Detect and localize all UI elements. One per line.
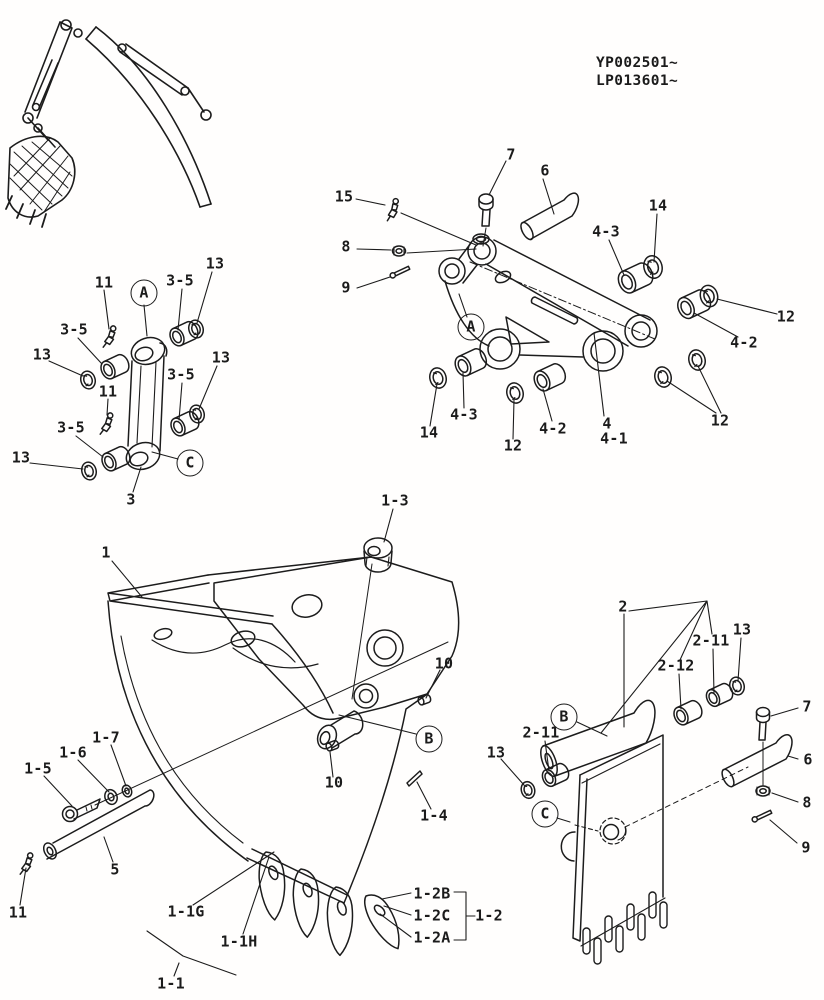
link-body xyxy=(123,333,168,473)
pin-6 xyxy=(518,193,578,241)
pin-1-4 xyxy=(407,771,422,786)
grease-fitting-11 xyxy=(14,851,38,875)
leader-lines xyxy=(356,161,777,439)
bucket-body xyxy=(108,557,459,903)
pin-5 xyxy=(41,790,154,861)
grease-fitting xyxy=(94,324,121,435)
bushings-3-5 xyxy=(97,318,203,474)
bolt-7 xyxy=(757,708,770,787)
bolt-1-5 xyxy=(63,799,101,822)
h-link-assembly xyxy=(356,161,777,439)
link-assembly xyxy=(30,272,217,492)
ring-1-7 xyxy=(121,784,134,798)
excavator-thumbnail xyxy=(6,20,211,227)
leader-lines xyxy=(501,601,798,843)
cotter-pin-9 xyxy=(750,808,773,824)
side-plate xyxy=(561,735,667,964)
serial-number-line: LP013601~ xyxy=(596,73,679,90)
bushing-1-3 xyxy=(364,538,392,572)
leader-lines xyxy=(30,272,217,492)
leader-lines xyxy=(20,509,475,976)
serrated-edge xyxy=(583,892,667,964)
bolt-7 xyxy=(479,194,493,246)
nut-8 xyxy=(756,786,770,796)
h-link-body xyxy=(439,234,657,371)
serial-number-line: YP002501~ xyxy=(596,55,679,71)
bucket-teeth xyxy=(251,848,361,958)
nut-8 xyxy=(393,246,406,256)
side-cutter-assembly xyxy=(501,601,798,964)
cotter-pin-9 xyxy=(388,264,411,280)
bucket-assembly xyxy=(14,509,475,976)
pin-6 xyxy=(720,735,792,789)
grease-fitting-15 xyxy=(380,197,405,222)
serial-number-block: YP002501~ LP013601~ xyxy=(596,54,678,90)
washer-1-6 xyxy=(103,788,119,806)
bushings-and-rings xyxy=(426,252,721,406)
